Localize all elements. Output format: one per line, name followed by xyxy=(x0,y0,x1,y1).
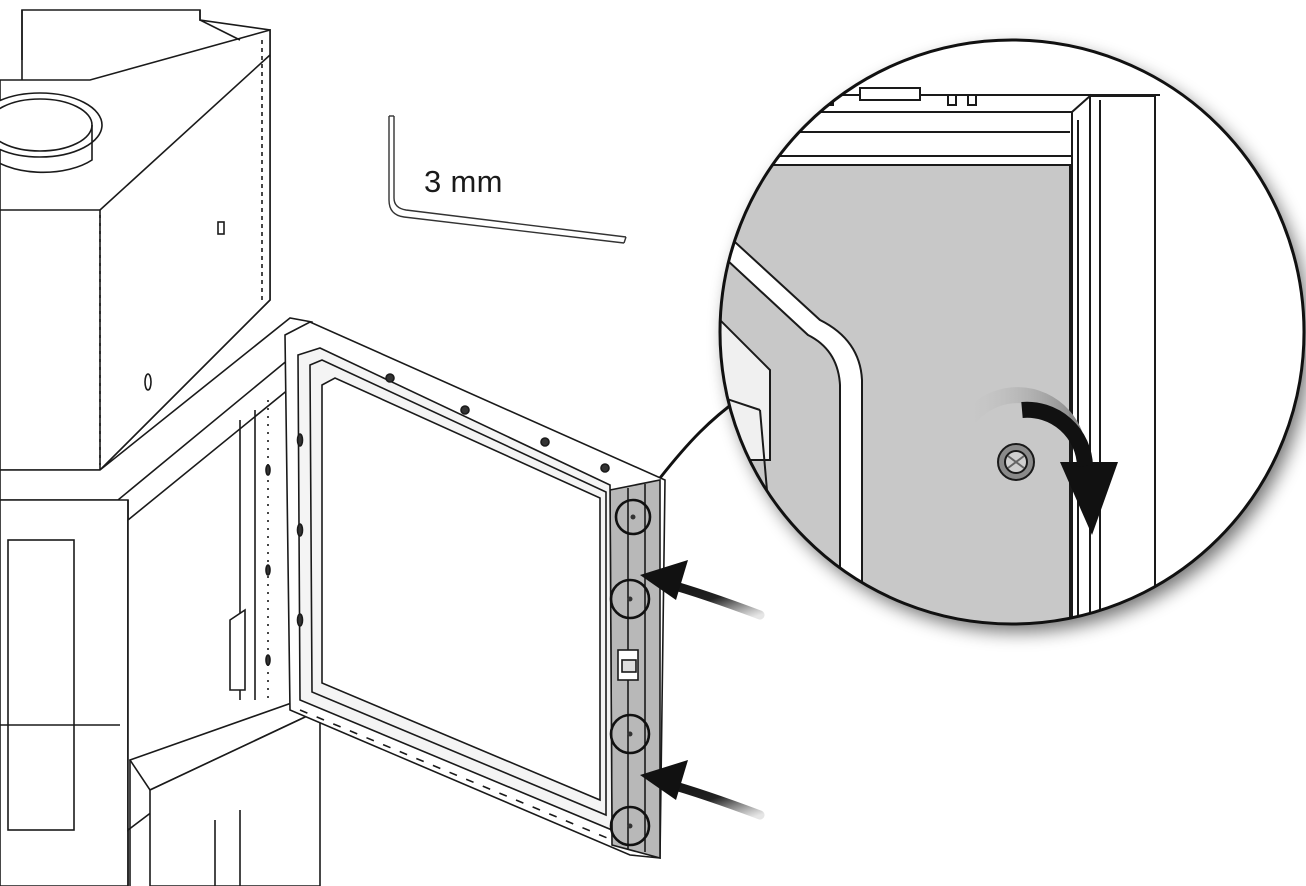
screw-callouts xyxy=(609,498,652,847)
arrow-lower xyxy=(640,760,765,820)
detail-leader xyxy=(658,396,741,479)
fireplace-housing xyxy=(0,9,322,886)
hex-key-size-label: 3 mm xyxy=(424,164,503,199)
hex-key-icon xyxy=(388,115,627,244)
screw-circle-4 xyxy=(609,805,651,847)
screw-circle-2 xyxy=(609,578,651,620)
detail-magnifier xyxy=(718,38,1306,626)
screw-circle-1 xyxy=(614,498,652,536)
open-door xyxy=(265,321,666,860)
arrow-upper xyxy=(640,560,765,620)
screw-circle-3 xyxy=(609,713,651,755)
